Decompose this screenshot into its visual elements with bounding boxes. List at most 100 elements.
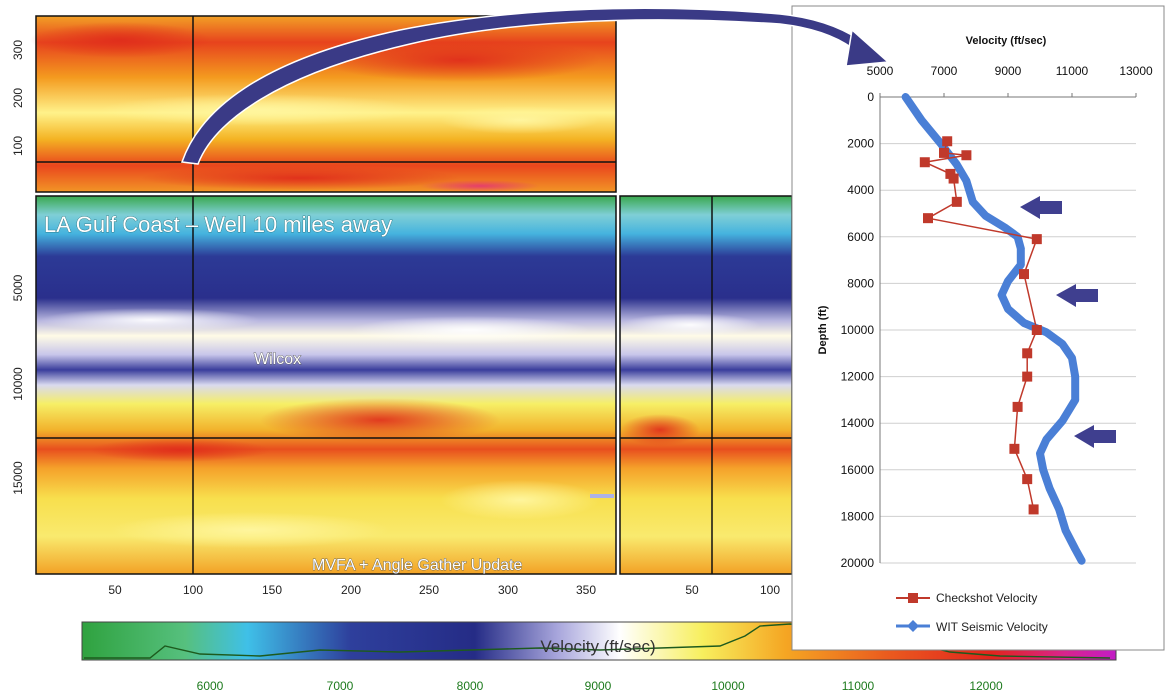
chart-ytick: 8000 <box>847 276 874 290</box>
chart-xtick: 5000 <box>867 64 894 78</box>
main-panel-yticks: 5000 10000 15000 <box>11 274 25 494</box>
chart-series <box>901 93 1086 565</box>
chart-ytick: 2000 <box>847 137 874 151</box>
chart-xtick: 9000 <box>995 64 1022 78</box>
xtick: 350 <box>576 583 596 597</box>
point-wit-seismic-velocity <box>1071 545 1080 554</box>
point-checkshot-velocity <box>1019 269 1029 280</box>
horizon-label: Wilcox <box>254 351 301 368</box>
point-checkshot-velocity <box>948 173 959 184</box>
chart-xlabel: Velocity (ft/sec) <box>966 35 1047 47</box>
point-checkshot-velocity <box>923 213 933 224</box>
point-wit-seismic-velocity <box>1042 435 1051 444</box>
chart-frame <box>791 5 1165 651</box>
chart-ytick: 4000 <box>847 183 874 197</box>
point-wit-seismic-velocity <box>1036 449 1044 458</box>
point-checkshot-velocity <box>1009 443 1020 454</box>
main-ytick: 15000 <box>11 461 25 495</box>
point-checkshot-velocity <box>919 157 930 168</box>
point-wit-seismic-velocity <box>1020 319 1028 328</box>
chart-yticks: 0200040006000800010000120001400016000180… <box>841 90 875 570</box>
xtick: 100 <box>760 583 780 597</box>
point-checkshot-velocity <box>1031 325 1042 335</box>
point-checkshot-velocity <box>942 136 953 147</box>
point-checkshot-velocity <box>961 150 972 161</box>
point-wit-seismic-velocity <box>1004 277 1012 286</box>
point-checkshot-velocity <box>1031 234 1042 245</box>
chart-legend: Checkshot Velocity WIT Seismic Velocity <box>896 591 1048 634</box>
xtick: 50 <box>685 583 699 597</box>
xtick: 150 <box>262 583 282 597</box>
bottom-label: MVFA + Angle Gather Update <box>312 557 522 574</box>
chart-ytick: 18000 <box>841 509 875 523</box>
point-checkshot-velocity <box>1028 504 1039 515</box>
top-panel-yticks: 300 200 100 <box>11 40 25 156</box>
chart-ytick: 14000 <box>841 416 875 430</box>
point-wit-seismic-velocity <box>1042 328 1051 337</box>
point-wit-seismic-velocity <box>1016 260 1025 269</box>
point-wit-seismic-velocity <box>1039 465 1048 474</box>
point-checkshot-velocity <box>939 147 949 158</box>
main-ytick: 10000 <box>11 367 25 401</box>
velocity-chart-inset: Velocity (ft/sec) Depth (ft) 5000 7000 900… <box>791 5 1165 651</box>
colorbar-tick: 8000 <box>457 679 484 693</box>
chart-ytick: 0 <box>867 90 874 104</box>
top-ytick: 100 <box>11 136 25 156</box>
point-wit-seismic-velocity <box>1068 353 1076 362</box>
point-wit-seismic-velocity <box>1004 305 1012 314</box>
point-wit-seismic-velocity <box>1000 223 1009 232</box>
chart-xticks: 5000 7000 9000 11000 13000 <box>867 64 1153 97</box>
point-wit-seismic-velocity <box>1061 526 1070 535</box>
point-wit-seismic-velocity <box>1055 505 1064 514</box>
colorbar-tick: 12000 <box>969 679 1003 693</box>
point-wit-seismic-velocity <box>1071 372 1080 381</box>
xtick: 100 <box>183 583 203 597</box>
point-checkshot-velocity <box>1022 371 1033 382</box>
seismic-xticks-right: 50 100 <box>685 583 780 597</box>
main-ytick: 5000 <box>11 274 25 301</box>
point-wit-seismic-velocity <box>968 197 977 206</box>
callout-arrow-3 <box>1074 425 1116 448</box>
chart-xtick: 11000 <box>1056 64 1089 78</box>
point-checkshot-velocity <box>1022 348 1033 359</box>
point-checkshot-velocity <box>1022 474 1033 485</box>
xtick: 50 <box>108 583 122 597</box>
chart-ylabel: Depth (ft) <box>817 305 829 354</box>
chart-xtick: 7000 <box>931 64 958 78</box>
colorbar-tick: 7000 <box>327 679 354 693</box>
point-checkshot-velocity <box>1012 401 1023 412</box>
chart-ytick: 6000 <box>847 230 874 244</box>
top-ytick: 300 <box>11 40 25 60</box>
colorbar-tick: 11000 <box>842 679 875 693</box>
point-wit-seismic-velocity <box>997 291 1006 300</box>
xtick: 200 <box>341 583 361 597</box>
point-wit-seismic-velocity <box>1071 395 1080 404</box>
main-seismic-panel <box>35 195 617 575</box>
seismic-title-overlay: LA Gulf Coast – Well 10 miles away <box>44 212 392 237</box>
chart-ytick: 16000 <box>841 463 875 477</box>
colorbar-tick: 10000 <box>711 679 745 693</box>
point-wit-seismic-velocity <box>962 176 971 185</box>
colorbar-tick: 6000 <box>197 679 224 693</box>
chart-xtick: 13000 <box>1119 64 1153 78</box>
right-seismic-panel <box>619 195 793 575</box>
xtick: 300 <box>498 583 518 597</box>
chart-ytick: 10000 <box>841 323 875 337</box>
point-wit-seismic-velocity <box>952 160 961 169</box>
point-wit-seismic-velocity <box>1016 244 1025 253</box>
point-wit-seismic-velocity <box>1058 416 1067 425</box>
point-wit-seismic-velocity <box>1045 484 1054 493</box>
point-wit-seismic-velocity <box>901 93 910 101</box>
callout-arrow-2 <box>1056 284 1098 307</box>
top-seismic-panel <box>30 15 617 193</box>
xtick: 250 <box>419 583 439 597</box>
callout-curve-arrow <box>180 7 890 165</box>
point-wit-seismic-velocity <box>1077 556 1086 565</box>
legend-marker-seismic <box>907 620 919 632</box>
top-ytick: 200 <box>11 88 25 108</box>
colorbar-tick: 9000 <box>585 679 612 693</box>
colorbar-label: Velocity (ft/sec) <box>540 637 655 656</box>
callout-arrow-1 <box>1020 196 1062 219</box>
point-checkshot-velocity <box>951 196 962 207</box>
